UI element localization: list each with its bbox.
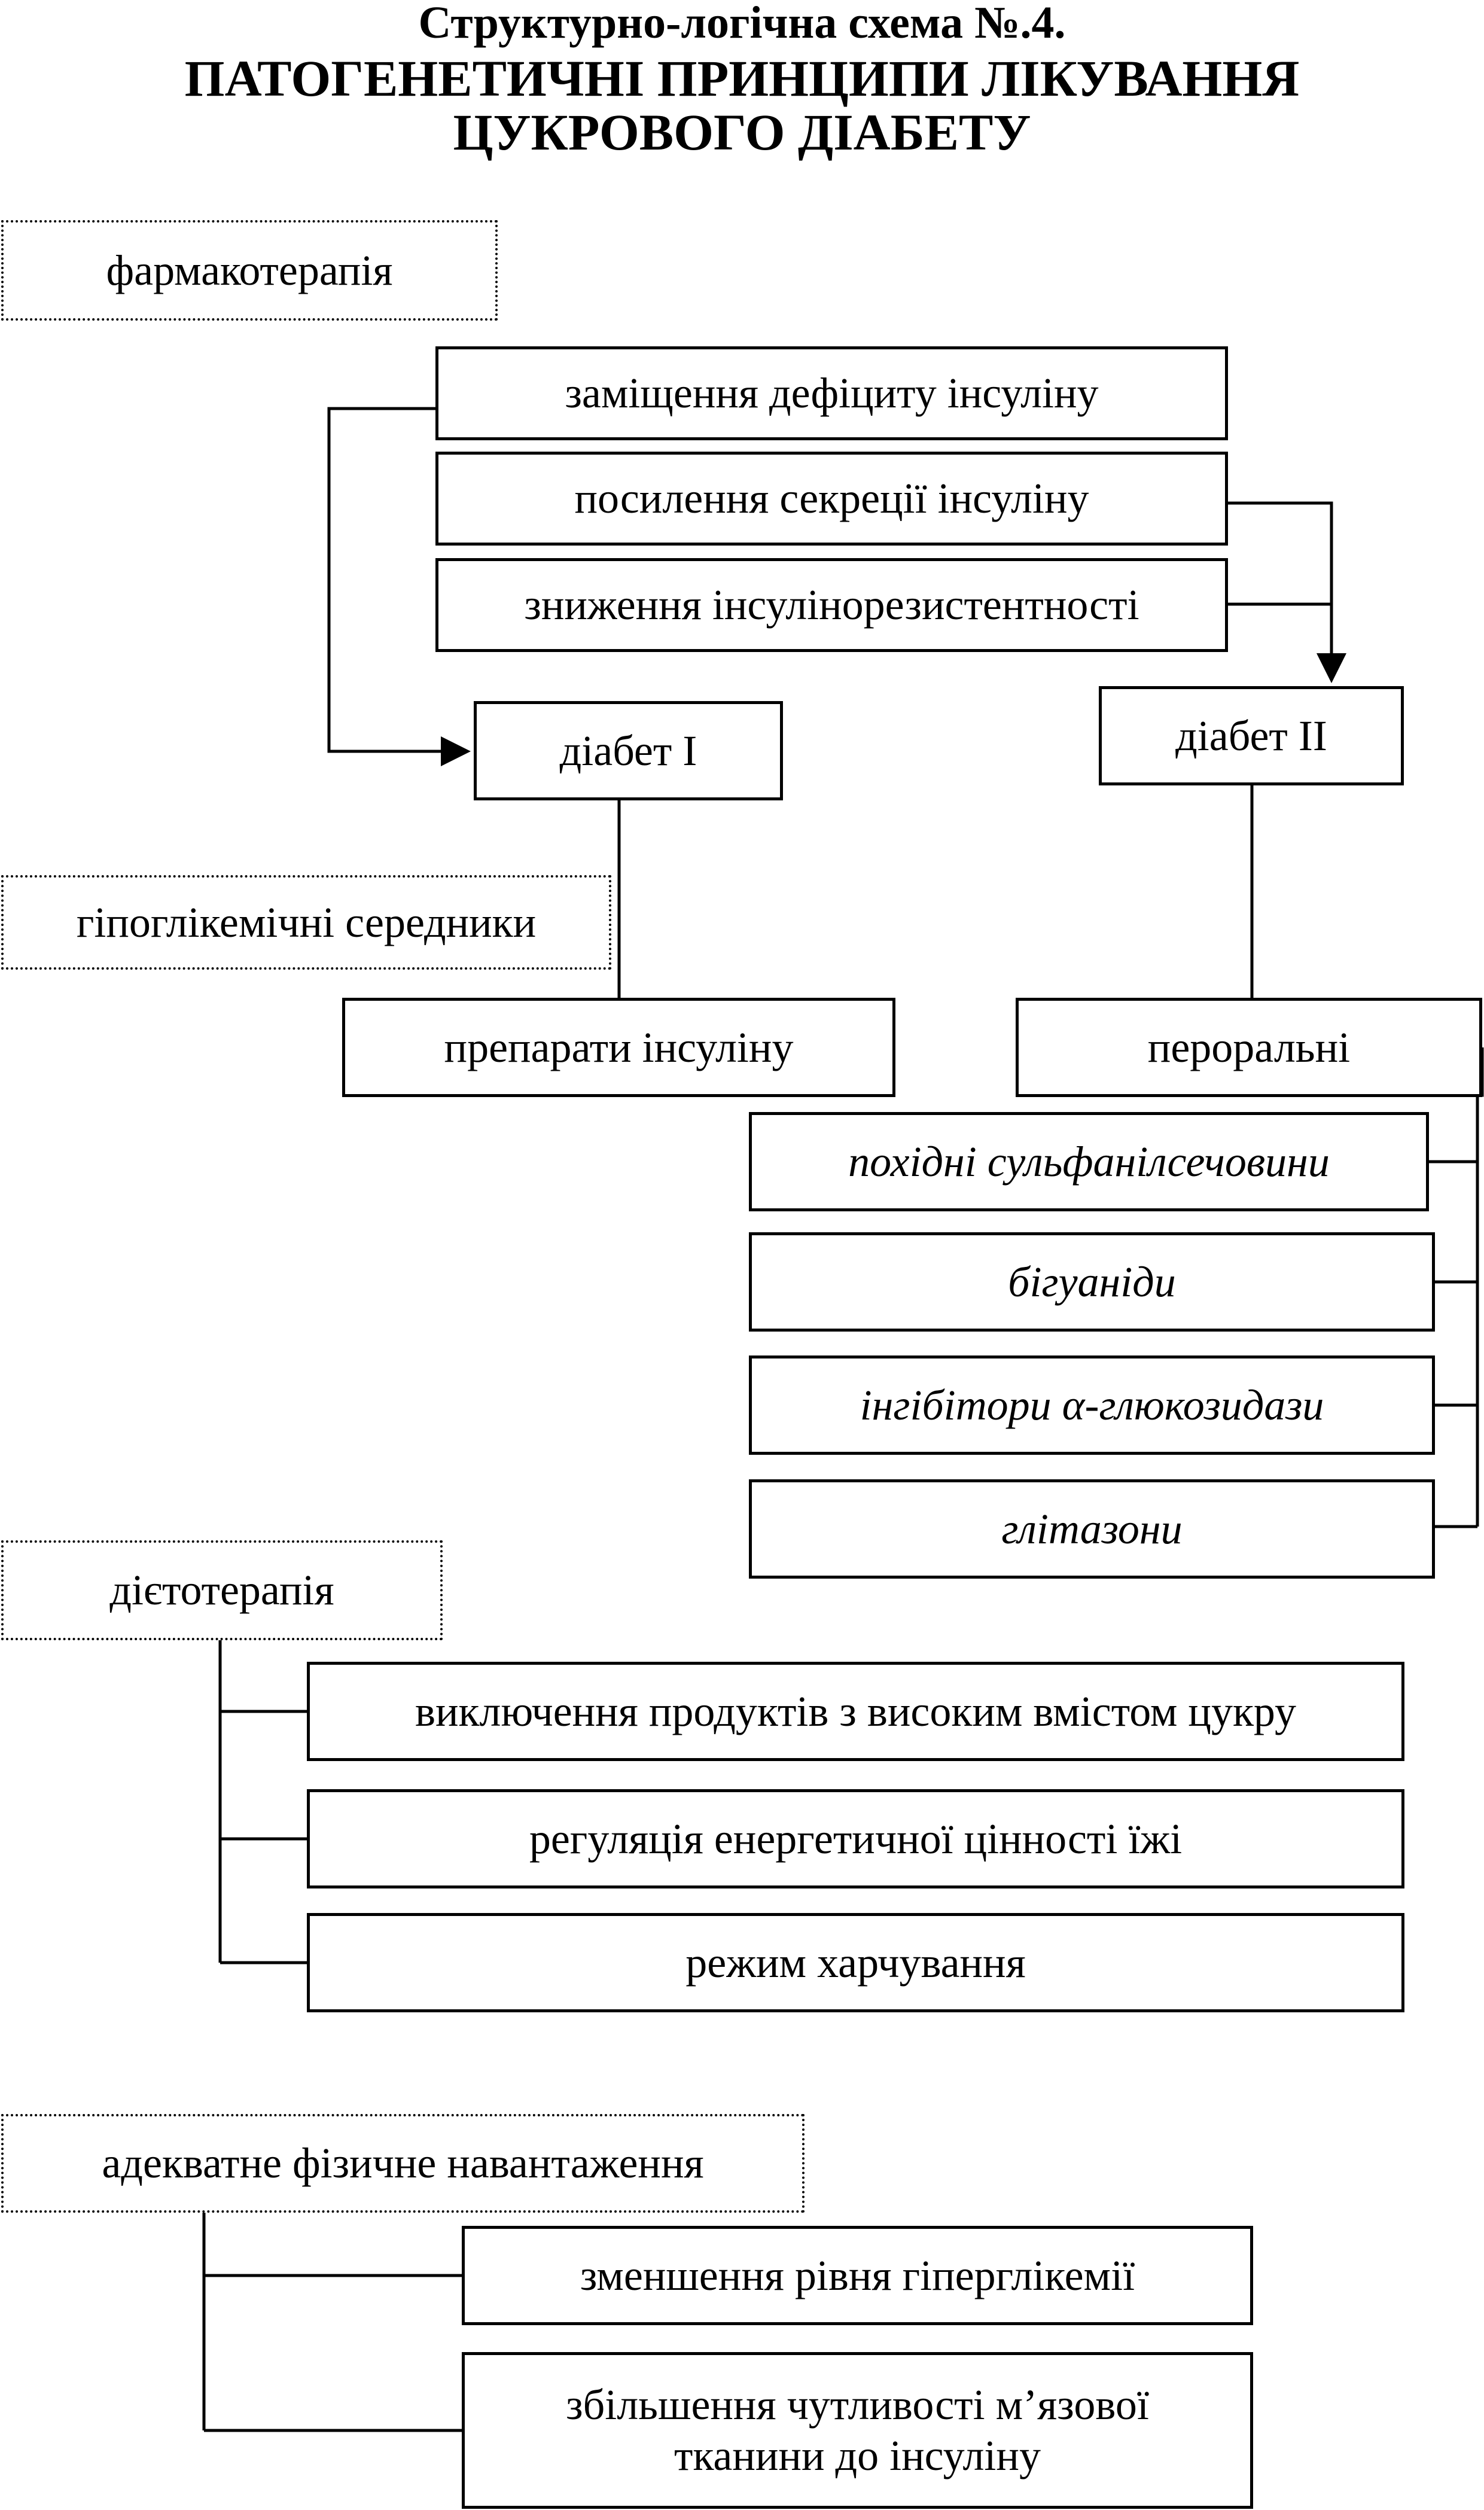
connector-oral-bracket: [1476, 1047, 1484, 1527]
diabetes-type1-box: діабет I: [474, 701, 783, 800]
sulfonylurea-box: похідні сульфанілсечовини: [749, 1112, 1429, 1211]
diet-exclusion-box: виключення продуктів з високим вмістом ц…: [307, 1662, 1404, 1761]
diabetes-type2-box: діабет II: [1099, 686, 1404, 785]
insulin-sensitivity-box: збільшення чутливості м’язової тканини д…: [462, 2352, 1253, 2509]
physical-activity-box: адекватне фізичне навантаження: [1, 2114, 805, 2213]
insulin-secretion-box: посилення секреції інсуліну: [435, 452, 1228, 546]
alpha-glucosidase-inhibitors-box: інгібітори α-глюкозидази: [749, 1355, 1435, 1455]
hyperglycemia-reduction-box: зменшення рівня гіперглікемії: [462, 2226, 1253, 2325]
page-title-line2: ЦУКРОВОГО ДІАБЕТУ: [453, 103, 1031, 161]
insulin-preparations-box: препарати інсуліну: [342, 998, 895, 1097]
connector-secretion-to-diabetes2: [1228, 501, 1346, 683]
glitazones-box: глітазони: [749, 1479, 1435, 1579]
page-title-line1: ПАТОГЕНЕТИЧНІ ПРИНЦИПИ ЛІКУВАННЯ: [184, 50, 1300, 107]
diet-energy-box: регуляція енергетичної цінності їжі: [307, 1789, 1404, 1888]
pharmacotherapy-box: фармакотерапія: [1, 220, 498, 321]
connector-replacement-to-diabetes1: [327, 407, 471, 766]
insulin-sensitivity-line1: збільшення чутливості м’язової: [566, 2381, 1149, 2429]
insulin-replacement-box: заміщення дефіциту інсуліну: [435, 346, 1228, 440]
oral-agents-box: пероральні: [1016, 998, 1482, 1097]
insulin-resistance-box: зниження інсулінорезистентності: [435, 558, 1228, 652]
biguanides-box: бігуаніди: [749, 1232, 1435, 1332]
hypoglycemic-agents-box: гіпоглікемічні середники: [1, 875, 611, 970]
insulin-sensitivity-line2: тканини до інсуліну: [674, 2432, 1041, 2479]
diet-regimen-box: режим харчування: [307, 1913, 1404, 2012]
scheme-label: Структурно-логічна схема №.4.: [418, 0, 1066, 48]
diet-therapy-box: дієтотерапія: [1, 1540, 443, 1640]
